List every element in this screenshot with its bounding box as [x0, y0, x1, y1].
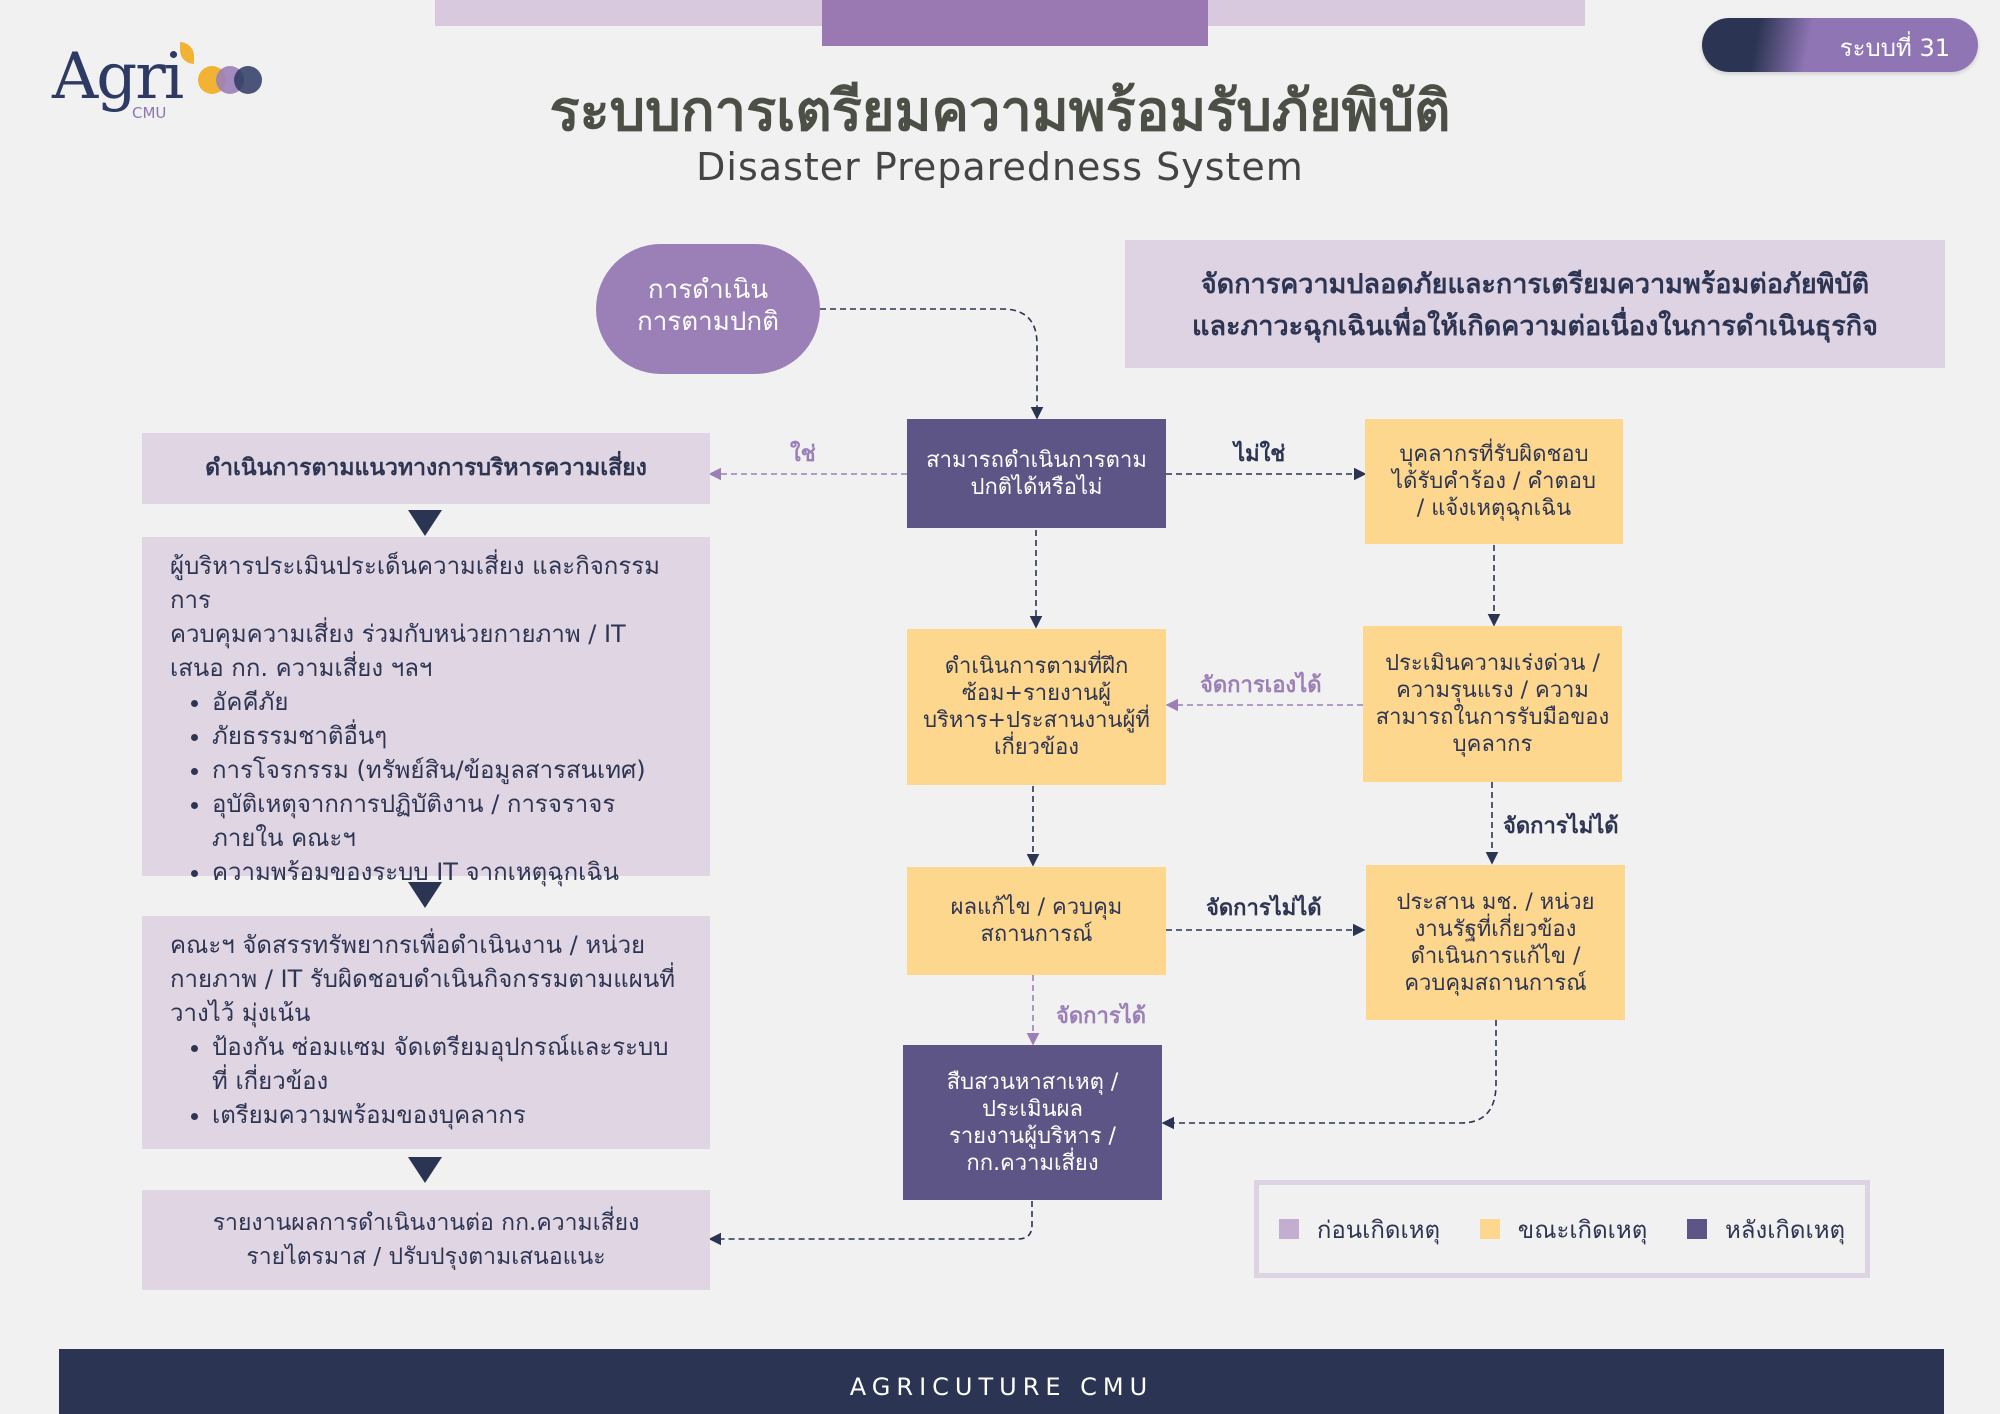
- legend-label-before: ก่อนเกิดเหตุ: [1316, 1215, 1441, 1244]
- resource-intro-3: วางไว้ มุ่งเน้น: [170, 999, 311, 1027]
- coordinate-line-2: งานรัฐที่เกี่ยวข้อง: [1414, 916, 1577, 942]
- edge-coordinate-to-investigate: [1161, 1020, 1497, 1130]
- assess-line-2: ความรุนแรง / ความ: [1396, 678, 1589, 703]
- investigate-line-1: สืบสวนหาสาเหตุ /: [946, 1069, 1119, 1095]
- objective-box: จัดการความปลอดภัยและการเตรียมความพร้อมต่…: [1125, 240, 1945, 368]
- legend: ก่อนเกิดเหตุ ขณะเกิดเหตุ หลังเกิดเหตุ: [1254, 1180, 1870, 1278]
- resource-allocation-block: คณะฯ จัดสรรทรัพยากรเพื่อดำเนินงาน / หน่ว…: [142, 916, 710, 1149]
- legend-label-during: ขณะเกิดเหตุ: [1517, 1215, 1648, 1244]
- system-number-badge: ระบบที่ 31: [1702, 18, 1978, 72]
- edge-label-self-handle: จัดการเองได้: [1200, 673, 1322, 698]
- decision-line-1: สามารถดำเนินการตาม: [926, 447, 1147, 473]
- outcome-line-1: ผลแก้ไข / ควบคุม: [950, 895, 1123, 920]
- page-title-thai: ระบบการเตรียมความพร้อมรับภัยพิบัติ: [549, 79, 1451, 144]
- system-number-label: ระบบที่ 31: [1839, 34, 1950, 62]
- legend-label-after: หลังเกิดเหตุ: [1724, 1215, 1846, 1244]
- resource-list: ป้องกัน ซ่อมแซม จัดเตรียมอุปกรณ์และระบบท…: [170, 1030, 682, 1132]
- practice-line-4: เกี่ยวข้อง: [993, 735, 1080, 760]
- start-node-line-1: การดำเนิน: [647, 275, 769, 305]
- agri-cmu-logo: Agri CMU: [52, 40, 292, 150]
- edge-label-yes: ใช่: [790, 442, 816, 467]
- risk-management-header: ดำเนินการตามแนวทางการบริหารความเสี่ยง: [142, 433, 710, 504]
- risk-assessment-intro-3: เสนอ กก. ความเสี่ยง ฯลฯ: [170, 654, 433, 682]
- resource-list-item: เตรียมความพร้อมของบุคลากร: [212, 1098, 682, 1132]
- legend-item-before: ก่อนเกิดเหตุ: [1278, 1210, 1441, 1249]
- risk-management-header-text: ดำเนินการตามแนวทางการบริหารความเสี่ยง: [205, 455, 647, 481]
- risk-list-item: อุบัติเหตุจากการปฏิบัติงาน / การจราจรภาย…: [212, 787, 682, 855]
- report-line-2: รายไตรมาส / ปรับปรุงตามเสนอแนะ: [246, 1244, 606, 1270]
- assess-line-1: ประเมินความเร่งด่วน /: [1385, 651, 1600, 676]
- legend-swatch-after-icon: [1686, 1219, 1707, 1239]
- logo-sub: CMU: [132, 104, 167, 122]
- legend-swatch-during-icon: [1479, 1219, 1500, 1239]
- page-title-english: Disaster Preparedness System: [696, 145, 1304, 189]
- objective-line-1: จัดการความปลอดภัยและการเตรียมความพร้อมต่…: [1200, 269, 1870, 300]
- report-line-1: รายงานผลการดำเนินงานต่อ กก.ความเสี่ยง: [212, 1210, 640, 1236]
- top-decor-tab: [822, 0, 1208, 46]
- outcome-node: ผลแก้ไข / ควบคุม สถานการณ์: [907, 867, 1166, 975]
- investigate-node: สืบสวนหาสาเหตุ / ประเมินผล รายงานผู้บริห…: [903, 1045, 1162, 1200]
- logo-leaf-icon: [180, 42, 194, 64]
- footer-text: AGRICUTURE CMU: [849, 1373, 1154, 1401]
- legend-swatch-before-icon: [1278, 1219, 1299, 1239]
- outcome-line-2: สถานการณ์: [980, 922, 1093, 947]
- coordinate-line-4: ควบคุมสถานการณ์: [1404, 970, 1587, 996]
- edge-label-can-handle: จัดการได้: [1056, 1004, 1147, 1029]
- risk-assessment-intro-2: ควบคุมความเสี่ยง ร่วมกับหน่วยกายภาพ / IT: [170, 620, 626, 648]
- logo-dot-navy-icon: [234, 66, 262, 94]
- personnel-line-2: ได้รับคำร้อง / คำตอบ: [1392, 469, 1596, 494]
- practice-line-3: บริหาร+ประสานงานผู้ที่: [923, 708, 1150, 733]
- down-triangle-icon: [408, 510, 442, 536]
- personnel-node: บุคลากรที่รับผิดชอบ ได้รับคำร้อง / คำตอบ…: [1365, 419, 1623, 544]
- edge-start-to-decision: [820, 308, 1044, 420]
- assess-line-4: บุคลากร: [1452, 732, 1533, 757]
- assess-node: ประเมินความเร่งด่วน / ความรุนแรง / ความ …: [1363, 626, 1622, 782]
- risk-list-item: ภัยธรรมชาติอื่นๆ: [212, 719, 682, 753]
- coordinate-node: ประสาน มช. / หน่วย งานรัฐที่เกี่ยวข้อง ด…: [1366, 865, 1625, 1020]
- investigate-line-2: ประเมินผล: [981, 1096, 1083, 1122]
- edge-label-cannot-handle-1: จัดการไม่ได้: [1503, 814, 1619, 839]
- resource-list-item: ป้องกัน ซ่อมแซม จัดเตรียมอุปกรณ์และระบบท…: [212, 1030, 682, 1098]
- edge-investigate-to-report: [708, 1201, 1033, 1246]
- investigate-line-4: กก.ความเสี่ยง: [966, 1150, 1099, 1176]
- practice-line-2: ซ้อม+รายงานผู้: [961, 681, 1112, 706]
- risk-assessment-block: ผู้บริหารประเมินประเด็นความเสี่ยง และกิจ…: [142, 537, 710, 886]
- edge-label-no: ไม่ใช่: [1234, 442, 1286, 467]
- start-node-normal-operation: การดำเนิน การตามปกติ: [596, 244, 820, 374]
- edge-label-cannot-handle-2: จัดการไม่ได้: [1206, 896, 1322, 921]
- down-triangle-icon: [408, 882, 442, 908]
- footer-bar: AGRICUTURE CMU: [59, 1349, 1944, 1414]
- resource-intro-2: กายภาพ / IT รับผิดชอบดำเนินกิจกรรมตามแผน…: [170, 965, 676, 993]
- decision-line-2: ปกติได้หรือไม่: [970, 474, 1103, 500]
- logo-text: Agri: [52, 40, 184, 114]
- report-block: รายงานผลการดำเนินงานต่อ กก.ความเสี่ยง รา…: [142, 1190, 710, 1290]
- objective-line-2: และภาวะฉุกเฉินเพื่อให้เกิดความต่อเนื่องใ…: [1192, 311, 1878, 342]
- assess-line-3: สามารถในการรับมือของ: [1375, 705, 1610, 730]
- risk-list-item: ความพร้อมของระบบ IT จากเหตุฉุกเฉิน: [212, 855, 682, 889]
- legend-item-during: ขณะเกิดเหตุ: [1479, 1210, 1648, 1249]
- personnel-line-1: บุคลากรที่รับผิดชอบ: [1399, 442, 1589, 467]
- investigate-line-3: รายงานผู้บริหาร /: [949, 1123, 1116, 1149]
- coordinate-line-3: ดำเนินการแก้ไข /: [1410, 943, 1581, 969]
- resource-intro-1: คณะฯ จัดสรรทรัพยากรเพื่อดำเนินงาน / หน่ว…: [170, 931, 646, 959]
- risk-list: อัคคีภัย ภัยธรรมชาติอื่นๆ การโจรกรรม (ทร…: [170, 685, 682, 889]
- practice-line-1: ดำเนินการตามที่ฝึก: [944, 654, 1129, 679]
- legend-item-after: หลังเกิดเหตุ: [1686, 1210, 1846, 1249]
- down-triangle-icon: [408, 1157, 442, 1183]
- risk-list-item: การโจรกรรม (ทรัพย์สิน/ข้อมูลสารสนเทศ): [212, 753, 682, 787]
- coordinate-line-1: ประสาน มช. / หน่วย: [1396, 889, 1595, 915]
- decision-node: สามารถดำเนินการตาม ปกติได้หรือไม่: [907, 419, 1166, 528]
- practice-node: ดำเนินการตามที่ฝึก ซ้อม+รายงานผู้ บริหาร…: [907, 629, 1166, 785]
- start-node-line-2: การตามปกติ: [636, 307, 780, 337]
- personnel-line-3: / แจ้งเหตุฉุกเฉิน: [1416, 496, 1572, 521]
- risk-list-item: อัคคีภัย: [212, 685, 682, 719]
- risk-assessment-intro-1: ผู้บริหารประเมินประเด็นความเสี่ยง และกิจ…: [170, 552, 660, 614]
